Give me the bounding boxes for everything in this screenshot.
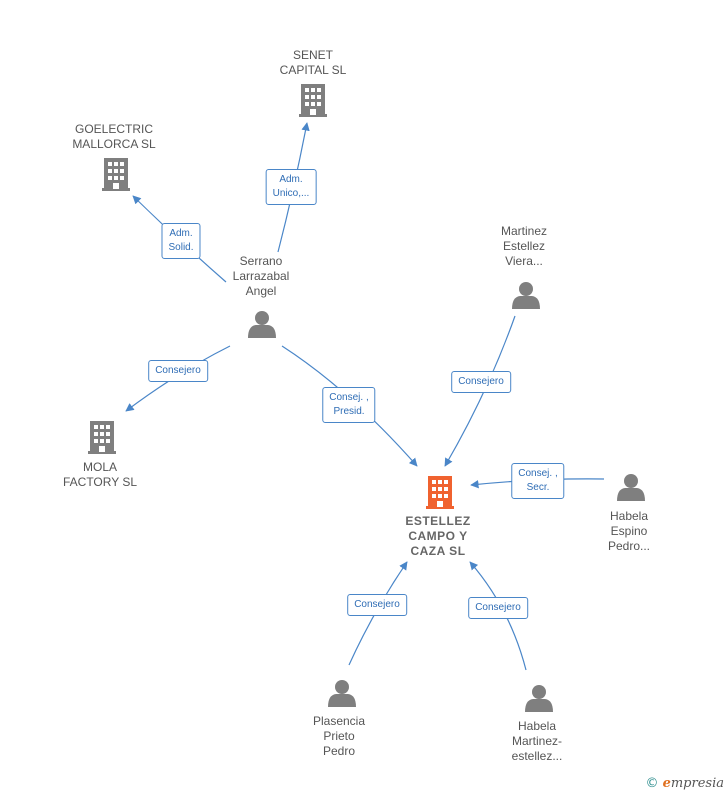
label-line: ESTELLEZ [405, 514, 471, 528]
edge-label-serrano-senet[interactable]: Adm. Unico,... [265, 169, 317, 205]
person-icon [525, 685, 553, 712]
label-line: FACTORY SL [62, 475, 138, 489]
edge-label-line: Consejero [458, 376, 504, 387]
node-label-senet[interactable]: SENET CAPITAL SL [280, 48, 347, 78]
edge-label-serrano-mola[interactable]: Consejero [148, 360, 208, 382]
label-line: Angel [245, 284, 277, 298]
brand-name: mpresia [670, 776, 724, 791]
building-icon-main [426, 476, 454, 509]
label-line: Serrano [239, 254, 283, 268]
building-icon [102, 158, 130, 191]
label-line: MALLORCA SL [72, 137, 156, 151]
node-label-estellez[interactable]: ESTELLEZ CAMPO Y CAZA SL [405, 514, 470, 559]
person-icon [328, 680, 356, 707]
edge-label-line: Consejero [155, 365, 201, 376]
label-line: Larrazabal [232, 269, 290, 283]
node-label-habela-martinez[interactable]: Habela Martinez- estellez... [512, 719, 563, 764]
building-icon [88, 421, 116, 454]
label-line: SENET [292, 48, 334, 62]
edge-label-habela-martinez-estellez[interactable]: Consejero [468, 597, 528, 619]
label-line: CAMPO Y [408, 529, 468, 543]
edge-label-line: Unico,... [272, 188, 310, 199]
edge-label-serrano-goelectric[interactable]: Adm. Solid. [161, 223, 201, 259]
node-label-serrano[interactable]: Serrano Larrazabal Angel [233, 254, 290, 299]
label-line: Prieto [323, 729, 355, 743]
edge-label-habela-espino-estellez[interactable]: Consej. , Secr. [511, 463, 565, 499]
edge-label-line: Consej. , [518, 468, 558, 479]
edge-label-line: Consej. , [329, 392, 369, 403]
node-label-martinez[interactable]: Martinez Estellez Viera... [501, 224, 547, 269]
edge-label-line: Adm. [169, 228, 193, 239]
building-icon [299, 84, 327, 117]
label-line: MOLA [82, 460, 118, 474]
label-line: CAPITAL SL [279, 63, 347, 77]
brand-initial: e [662, 776, 671, 791]
label-line: Martinez- [511, 734, 563, 748]
person-icon [617, 474, 645, 501]
label-line: Habela [609, 509, 649, 523]
node-label-goelectric[interactable]: GOELECTRIC MALLORCA SL [72, 122, 155, 152]
edge-label-line: Consejero [475, 602, 521, 613]
edge-label-serrano-estellez[interactable]: Consej. , Presid. [322, 387, 376, 423]
edge-label-plasencia-estellez[interactable]: Consejero [347, 594, 407, 616]
person-icon [248, 311, 276, 338]
edge-label-line: Consejero [354, 599, 400, 610]
label-line: Martinez [500, 224, 548, 238]
label-line: estellez... [511, 749, 563, 763]
brand-logo: © empresia [645, 776, 724, 791]
label-line: Pedro [322, 744, 356, 758]
label-line: Espino [610, 524, 648, 538]
edge-label-line: Presid. [333, 406, 365, 417]
node-label-habela-espino[interactable]: Habela Espino Pedro... [608, 509, 650, 554]
label-line: GOELECTRIC [74, 122, 153, 136]
edge-label-line: Solid. [168, 242, 194, 253]
label-line: Viera... [505, 254, 543, 268]
edge-label-line: Adm. [279, 174, 303, 185]
person-icon [512, 282, 540, 309]
node-label-mola[interactable]: MOLA FACTORY SL [63, 460, 137, 490]
label-line: Estellez [502, 239, 546, 253]
edge-label-martinez-estellez[interactable]: Consejero [451, 371, 511, 393]
edge-label-line: Secr. [526, 482, 550, 493]
label-line: Habela [517, 719, 557, 733]
label-line: CAZA SL [410, 544, 466, 558]
label-line: Plasencia [312, 714, 366, 728]
node-label-plasencia[interactable]: Plasencia Prieto Pedro [313, 714, 365, 759]
label-line: Pedro... [607, 539, 651, 553]
copyright-symbol: © [645, 776, 659, 791]
